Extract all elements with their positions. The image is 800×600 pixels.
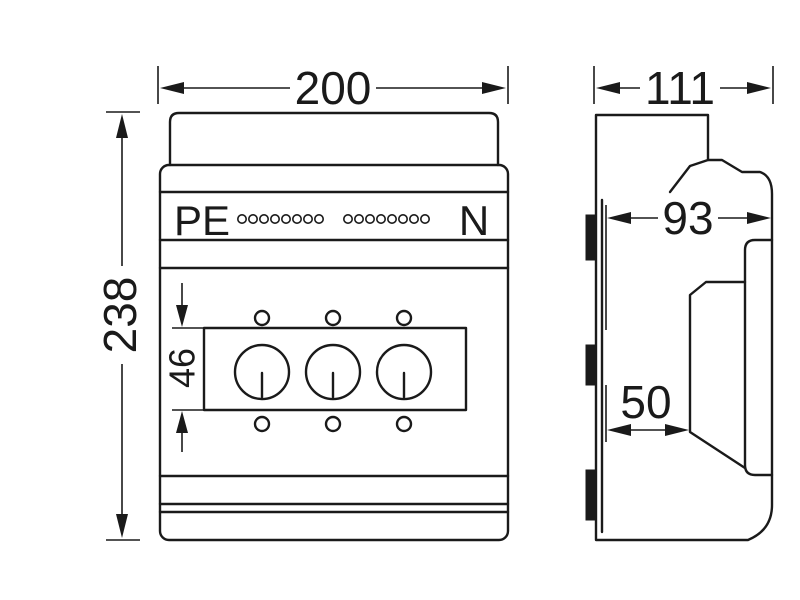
mounting-lug-top [585,214,597,261]
inner-depth-label: 93 [662,192,713,244]
pe-terminal [313,214,324,225]
pe-terminal [258,214,269,225]
window-depth-label: 50 [620,376,671,428]
front-top-cover [168,111,500,167]
socket-body [304,343,362,401]
pe-terminal-group [237,214,324,225]
n-terminal [353,214,364,225]
depth-arrow-left [596,82,620,94]
mounting-lug-bottom [585,469,597,521]
socket-screw-bottom [395,415,413,433]
n-terminal [419,214,430,225]
socket-3 [375,309,433,433]
window-depth-arrow-left [607,424,631,436]
pe-terminal-label: PE [174,197,230,244]
socket-2 [304,309,362,433]
n-terminal [375,214,386,225]
front-body-outline [158,163,510,542]
height-dimension-label: 238 [94,277,146,354]
socket-body [233,343,291,401]
n-terminal [397,214,408,225]
width-dimension: 200 [157,62,509,114]
height-arrow-up [116,114,128,138]
inner-depth-arrow-right [747,212,771,224]
socket-screw-top [395,309,413,327]
n-terminal-label: N [459,197,489,244]
socket-screw-bottom [253,415,271,433]
front-view: 200 238 PE N [94,62,510,542]
inner-depth-dimension: 93 [605,192,771,330]
n-terminal [364,214,375,225]
pe-terminal [269,214,280,225]
terminal-strip: PE N [174,197,489,244]
side-profile-outline [594,113,774,542]
height-dimension: 238 [94,111,146,541]
module-panel [202,309,468,433]
window-depth-dimension: 50 [605,376,689,442]
door-panel [743,238,774,477]
window-frame [688,280,747,470]
module-arrow-down [176,305,188,327]
depth-arrow-right [747,82,771,94]
width-arrow-right [482,82,506,94]
width-dimension-label: 200 [295,62,372,114]
socket-body [375,343,433,401]
module-height-dimension: 46 [162,283,204,452]
module-arrow-up [176,411,188,433]
window-depth-arrow-right [665,424,689,436]
n-terminal [386,214,397,225]
side-view: 111 93 50 [585,62,774,542]
side-cover-lip [668,158,710,194]
depth-dimension: 111 [593,62,774,114]
pe-terminal [248,214,259,225]
mounting-lug-middle [585,344,597,386]
socket-1 [233,309,291,433]
pe-terminal [291,214,302,225]
depth-dimension-label: 111 [645,62,715,114]
module-cutout [202,326,468,412]
inner-depth-arrow-left [607,212,631,224]
height-arrow-down [116,514,128,538]
n-terminal-group [342,214,430,225]
pe-terminal [280,214,291,225]
n-terminal [408,214,419,225]
n-terminal [342,214,353,225]
socket-screw-top [253,309,271,327]
pe-terminal [237,214,248,225]
pe-terminal [302,214,313,225]
module-height-label: 46 [162,348,203,388]
width-arrow-left [160,82,184,94]
socket-screw-top [324,309,342,327]
socket-screw-bottom [324,415,342,433]
